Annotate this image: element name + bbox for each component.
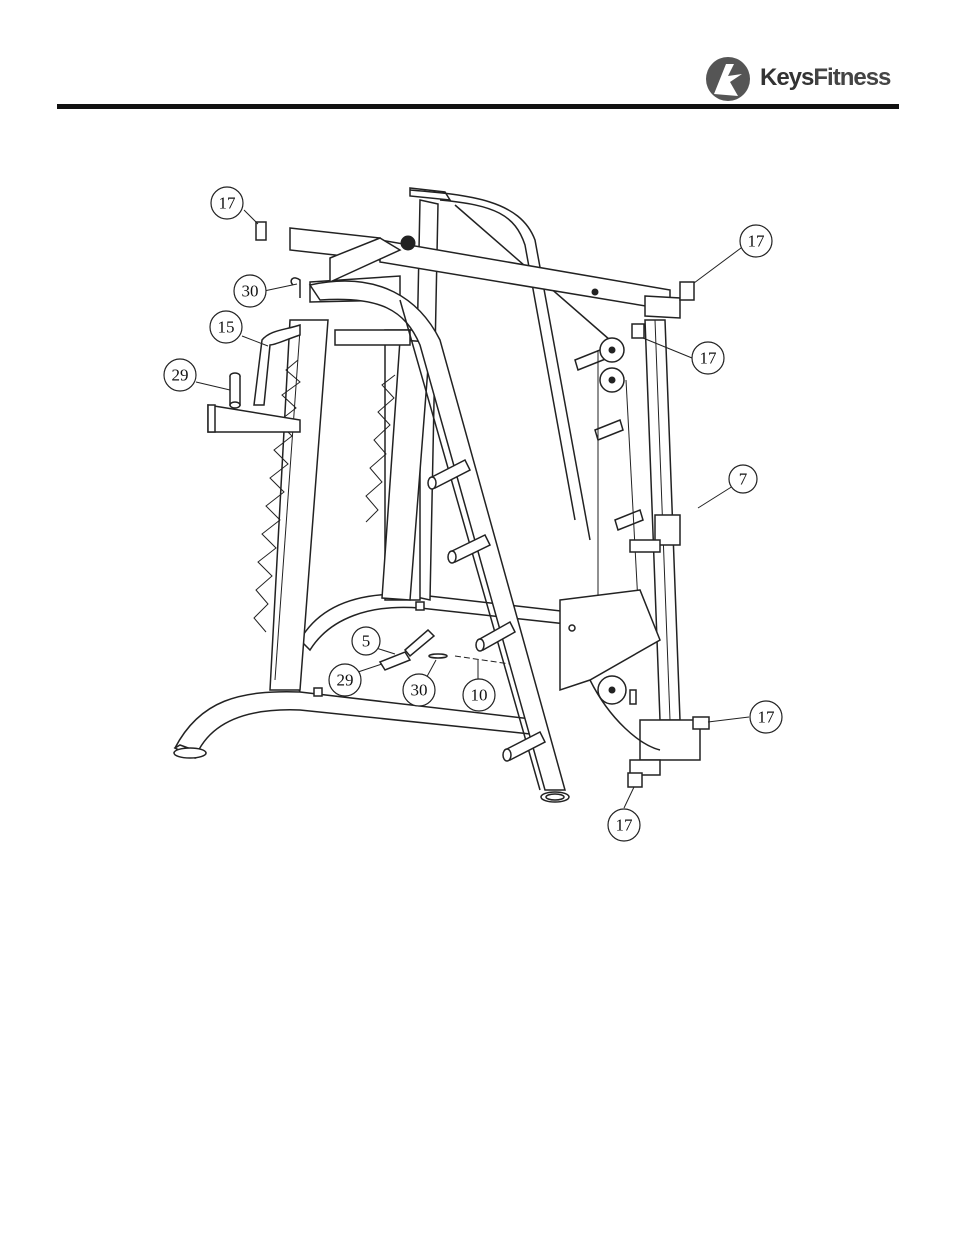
callout-label: 29 xyxy=(337,671,354,690)
callout-label: 17 xyxy=(758,708,776,727)
callout-10: 10 xyxy=(463,679,495,711)
callout-label: 7 xyxy=(739,470,748,489)
callout-17-top-right: 17 xyxy=(740,225,772,257)
callout-label: 17 xyxy=(616,816,634,835)
callout-17-bottom: 17 xyxy=(608,809,640,841)
callout-label: 17 xyxy=(219,194,237,213)
callout-29-upper: 29 xyxy=(164,359,196,391)
callout-label: 17 xyxy=(748,232,766,251)
callout-17-top-left: 17 xyxy=(211,187,243,219)
callout-label: 10 xyxy=(471,686,488,705)
callout-label: 5 xyxy=(362,632,371,651)
callout-30-lower: 30 xyxy=(403,674,435,706)
callout-7: 7 xyxy=(729,465,757,493)
callout-15: 15 xyxy=(210,311,242,343)
callout-label: 29 xyxy=(172,366,189,385)
top-crossbars xyxy=(290,228,680,318)
cable-column xyxy=(560,320,700,775)
callout-17-upper-right: 17 xyxy=(692,342,724,374)
callout-label: 15 xyxy=(218,318,235,337)
callout-label: 30 xyxy=(411,681,428,700)
callout-label: 30 xyxy=(242,282,259,301)
callout-30-upper: 30 xyxy=(234,275,266,307)
callout-label: 17 xyxy=(700,349,718,368)
callout-29-lower: 29 xyxy=(329,664,361,696)
callout-5: 5 xyxy=(352,627,380,655)
callout-17-lower-right: 17 xyxy=(750,701,782,733)
